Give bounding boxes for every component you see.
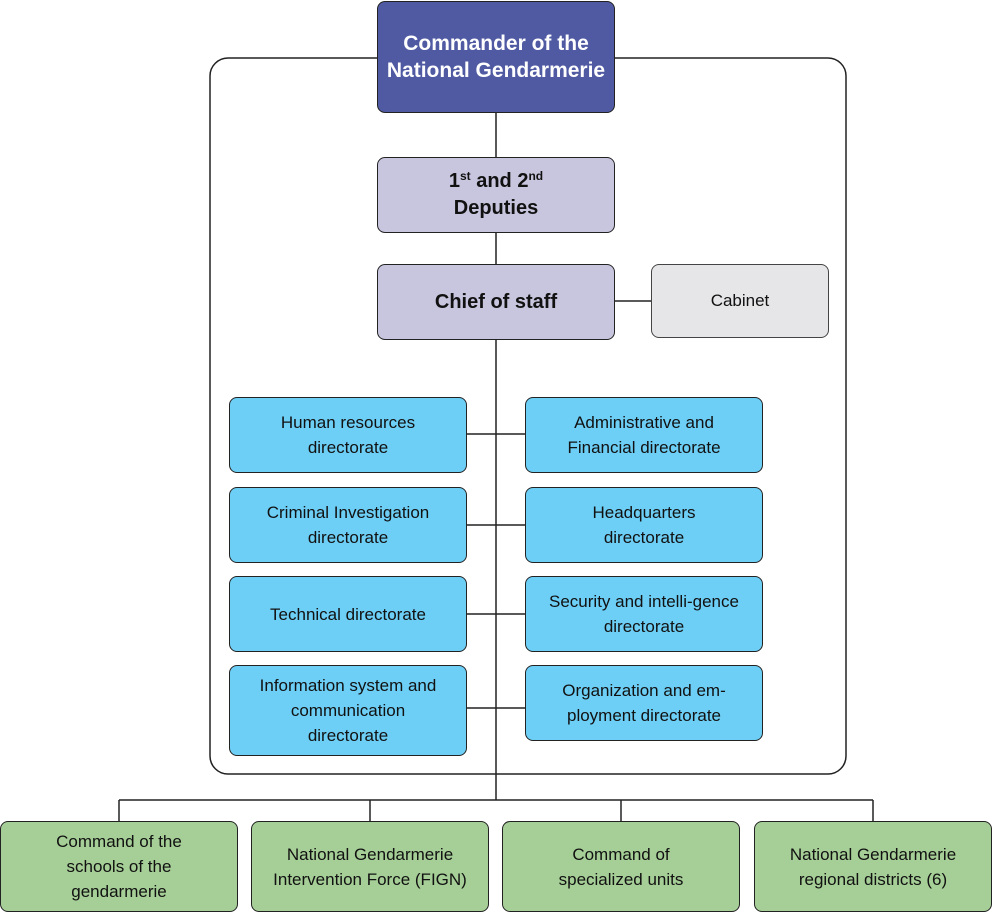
directorate-label: Security and intelli-gence directorate — [549, 592, 739, 636]
unit-regional-districts: National Gendarmerie regional districts … — [754, 821, 992, 912]
deputies-label: Deputies — [453, 197, 539, 219]
deputies-box: 1st and 2nd Deputies — [377, 157, 615, 233]
chief-of-staff-label: Chief of staff — [434, 291, 558, 313]
deputies-ordinal-2: nd — [528, 169, 544, 183]
unit-label: National Gendarmerie regional districts … — [789, 844, 957, 889]
directorate-organization-employment: Organization and em-ployment directorate — [525, 665, 763, 741]
unit-intervention-force: National Gendarmerie Intervention Force … — [251, 821, 489, 912]
deputies-ordinal-1: st — [459, 169, 471, 183]
unit-command-of-schools: Command of the schools of the gendarmeri… — [0, 821, 238, 912]
directorate-label: Human resources directorate — [280, 413, 416, 457]
directorate-label: Technical directorate — [270, 604, 426, 624]
directorate-label: Administrative and Financial directorate — [567, 413, 721, 457]
directorate-label: Information system and communication dir… — [259, 676, 437, 745]
cabinet-label: Cabinet — [710, 291, 770, 310]
directorate-label: Organization and em-ployment directorate — [562, 681, 726, 725]
directorate-label: Headquarters directorate — [592, 503, 696, 547]
unit-specialized-units: Command of specialized units — [502, 821, 740, 912]
directorate-human-resources: Human resources directorate — [229, 397, 467, 473]
commander-label: Commander of the National Gendarmerie — [386, 32, 606, 82]
unit-label: National Gendarmerie Intervention Force … — [273, 844, 467, 889]
deputies-number-2: and 2 — [470, 170, 529, 192]
directorate-information-system: Information system and communication dir… — [229, 665, 467, 756]
chief-of-staff-box: Chief of staff — [377, 264, 615, 340]
directorate-technical: Technical directorate — [229, 576, 467, 652]
directorate-criminal-investigation: Criminal Investigation directorate — [229, 487, 467, 563]
unit-label: Command of the schools of the gendarmeri… — [56, 832, 182, 901]
cabinet-box: Cabinet — [651, 264, 829, 338]
deputies-number-1: 1 — [448, 170, 460, 192]
commander-box: Commander of the National Gendarmerie — [377, 1, 615, 113]
directorate-headquarters: Headquarters directorate — [525, 487, 763, 563]
unit-label: Command of specialized units — [558, 844, 684, 889]
directorate-security-intelligence: Security and intelli-gence directorate — [525, 576, 763, 652]
directorate-label: Criminal Investigation directorate — [266, 503, 430, 547]
directorate-administrative-financial: Administrative and Financial directorate — [525, 397, 763, 473]
